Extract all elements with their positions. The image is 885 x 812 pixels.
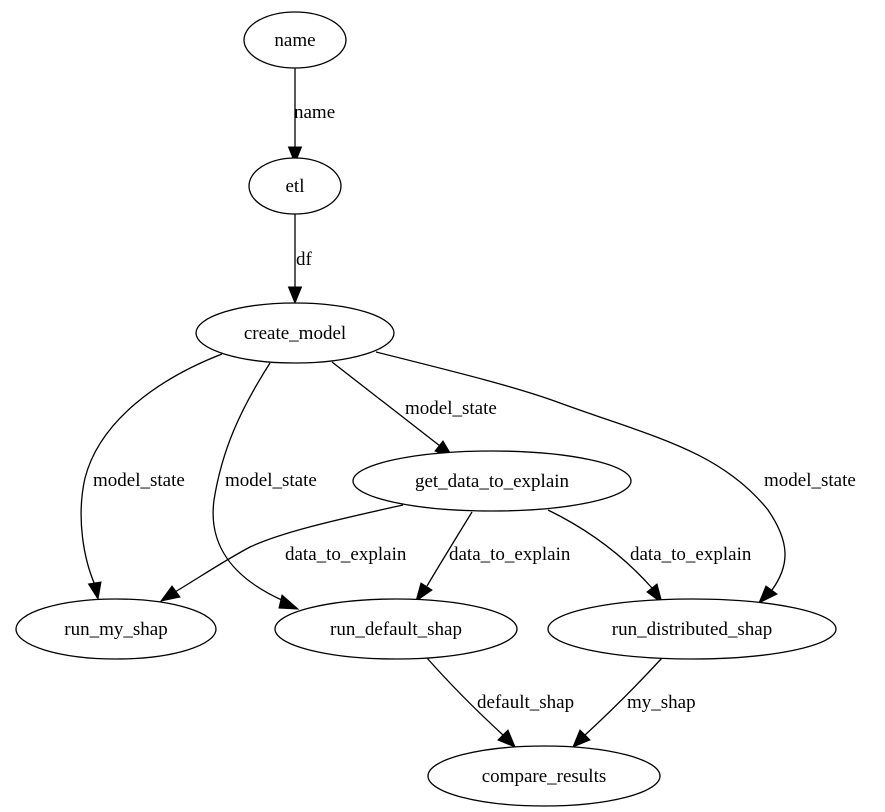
edge-name-to-etl: name (287, 68, 335, 165)
node-etl[interactable]: etl (248, 157, 342, 215)
edge-run-distributed-shap-to-compare: my_shap (572, 657, 696, 748)
node-label-etl: etl (286, 176, 305, 197)
node-label-create-model: create_model (244, 323, 346, 344)
arrowhead (287, 146, 303, 165)
node-compare-results[interactable]: compare_results (427, 745, 661, 807)
arrowhead (646, 583, 663, 605)
node-label-run-distributed-shap: run_distributed_shap (612, 619, 772, 640)
node-create-model[interactable]: create_model (195, 302, 395, 364)
edge-etl-to-create-model: df (287, 214, 313, 305)
edge-label-model-state-left: model_state (93, 470, 185, 491)
edge-create-model-to-run-my-shap: model_state (80, 353, 223, 601)
node-ellipse (547, 598, 837, 660)
node-run-my-shap[interactable]: run_my_shap (15, 598, 217, 660)
arrowhead (758, 585, 778, 605)
node-run-distributed-shap[interactable]: run_distributed_shap (547, 598, 837, 660)
edge-label-model-state-right: model_state (764, 470, 856, 491)
node-label-get-data-to-explain: get_data_to_explain (415, 471, 570, 492)
arrowhead (278, 594, 300, 610)
arrowhead (497, 729, 516, 748)
node-name[interactable]: name (243, 11, 347, 69)
edge-label-my-shap: my_shap (627, 692, 696, 713)
node-ellipse (427, 745, 661, 807)
arrowhead (572, 729, 591, 748)
edge-create-model-to-run-default-shap: model_state (212, 362, 317, 610)
node-label-run-default-shap: run_default_shap (330, 619, 462, 640)
arrowhead (287, 286, 303, 305)
edge-get-data-to-run-my-shap: data_to_explain (159, 504, 407, 602)
edge-create-model-to-run-distributed-shap: model_state (375, 351, 856, 605)
arrowhead (159, 585, 181, 602)
arrowhead (415, 582, 433, 603)
node-label-run-my-shap: run_my_shap (64, 619, 167, 640)
node-run-default-shap[interactable]: run_default_shap (274, 598, 518, 660)
node-ellipse (243, 11, 347, 69)
node-ellipse (248, 157, 342, 215)
arrowhead (87, 581, 102, 601)
edge-run-default-shap-to-compare: default_shap (426, 657, 574, 748)
edge-label-data-to-explain-left: data_to_explain (285, 544, 407, 565)
node-ellipse (352, 450, 632, 512)
node-get-data-to-explain[interactable]: get_data_to_explain (352, 450, 632, 512)
node-label-compare-results: compare_results (482, 766, 607, 787)
node-ellipse (274, 598, 518, 660)
node-ellipse (15, 598, 217, 660)
edge-label-default-shap: default_shap (477, 692, 574, 713)
edge-label-model-state-center: model_state (405, 398, 497, 419)
edge-get-data-to-run-distributed-shap: data_to_explain (547, 509, 752, 605)
node-ellipse (195, 302, 395, 364)
edge-label-data-to-explain-mid: data_to_explain (449, 544, 571, 565)
edge-get-data-to-run-default-shap: data_to_explain (415, 511, 571, 603)
edge-create-model-to-get-data: model_state (331, 361, 497, 459)
node-label-name: name (274, 30, 315, 51)
edge-label-data-to-explain-right: data_to_explain (630, 544, 752, 565)
edge-label-model-state-mid: model_state (225, 470, 317, 491)
edge-label-name: name (294, 102, 335, 123)
edge-label-df: df (296, 249, 313, 270)
